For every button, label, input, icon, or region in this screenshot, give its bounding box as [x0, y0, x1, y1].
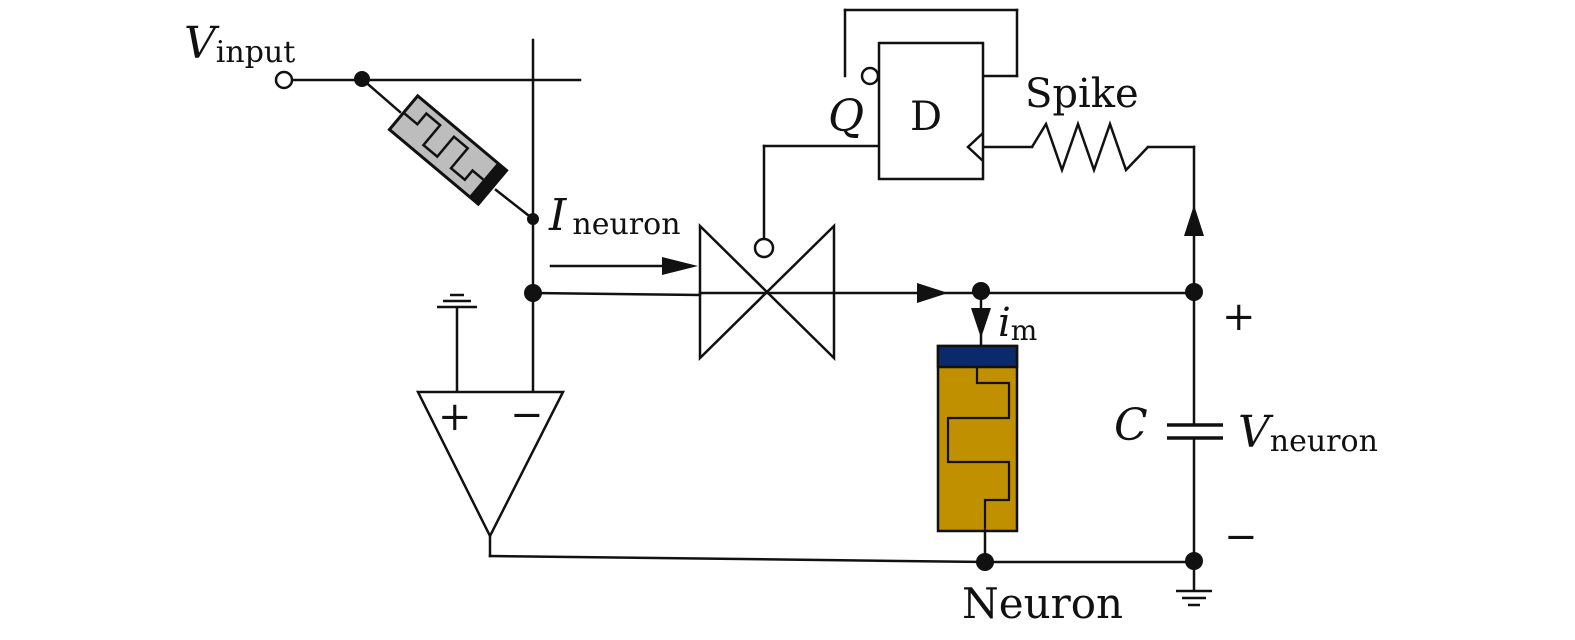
arrows — [549, 205, 1204, 338]
i-neuron-arrow-head — [662, 257, 698, 275]
plus-right-label: + — [1222, 294, 1256, 340]
synapse-memristor — [387, 93, 509, 207]
v-neuron-label: Vneuron — [1238, 407, 1378, 459]
transmission-gate — [698, 223, 836, 361]
opamp-plus-label: + — [438, 394, 472, 440]
comparator-opamp — [415, 390, 566, 539]
d-flip-flop — [860, 41, 985, 181]
junction-dots — [354, 71, 1203, 571]
opamp-minus-label: − — [510, 392, 544, 438]
vss-symbol — [437, 293, 477, 309]
v-input-label: Vinput — [184, 18, 295, 70]
spike-resistor — [1030, 120, 1149, 174]
ground-symbol — [1176, 589, 1212, 607]
wires — [289, 8, 1196, 592]
d-label: D — [910, 94, 942, 140]
q-label: Q — [828, 91, 864, 142]
minus-right-label: − — [1224, 514, 1258, 560]
input-terminal — [274, 70, 294, 90]
spike-label: Spike — [1025, 71, 1139, 117]
im-arrow-head — [971, 308, 991, 338]
current-flow-arrow-head — [917, 283, 948, 303]
capacitor — [1167, 423, 1223, 440]
neuron-memristor — [936, 344, 1019, 533]
c-label: C — [1114, 400, 1148, 451]
i-m-label: im — [998, 300, 1037, 347]
spike-feedback-arrow-head — [1184, 205, 1204, 236]
neuron-label: Neuron — [962, 579, 1123, 628]
